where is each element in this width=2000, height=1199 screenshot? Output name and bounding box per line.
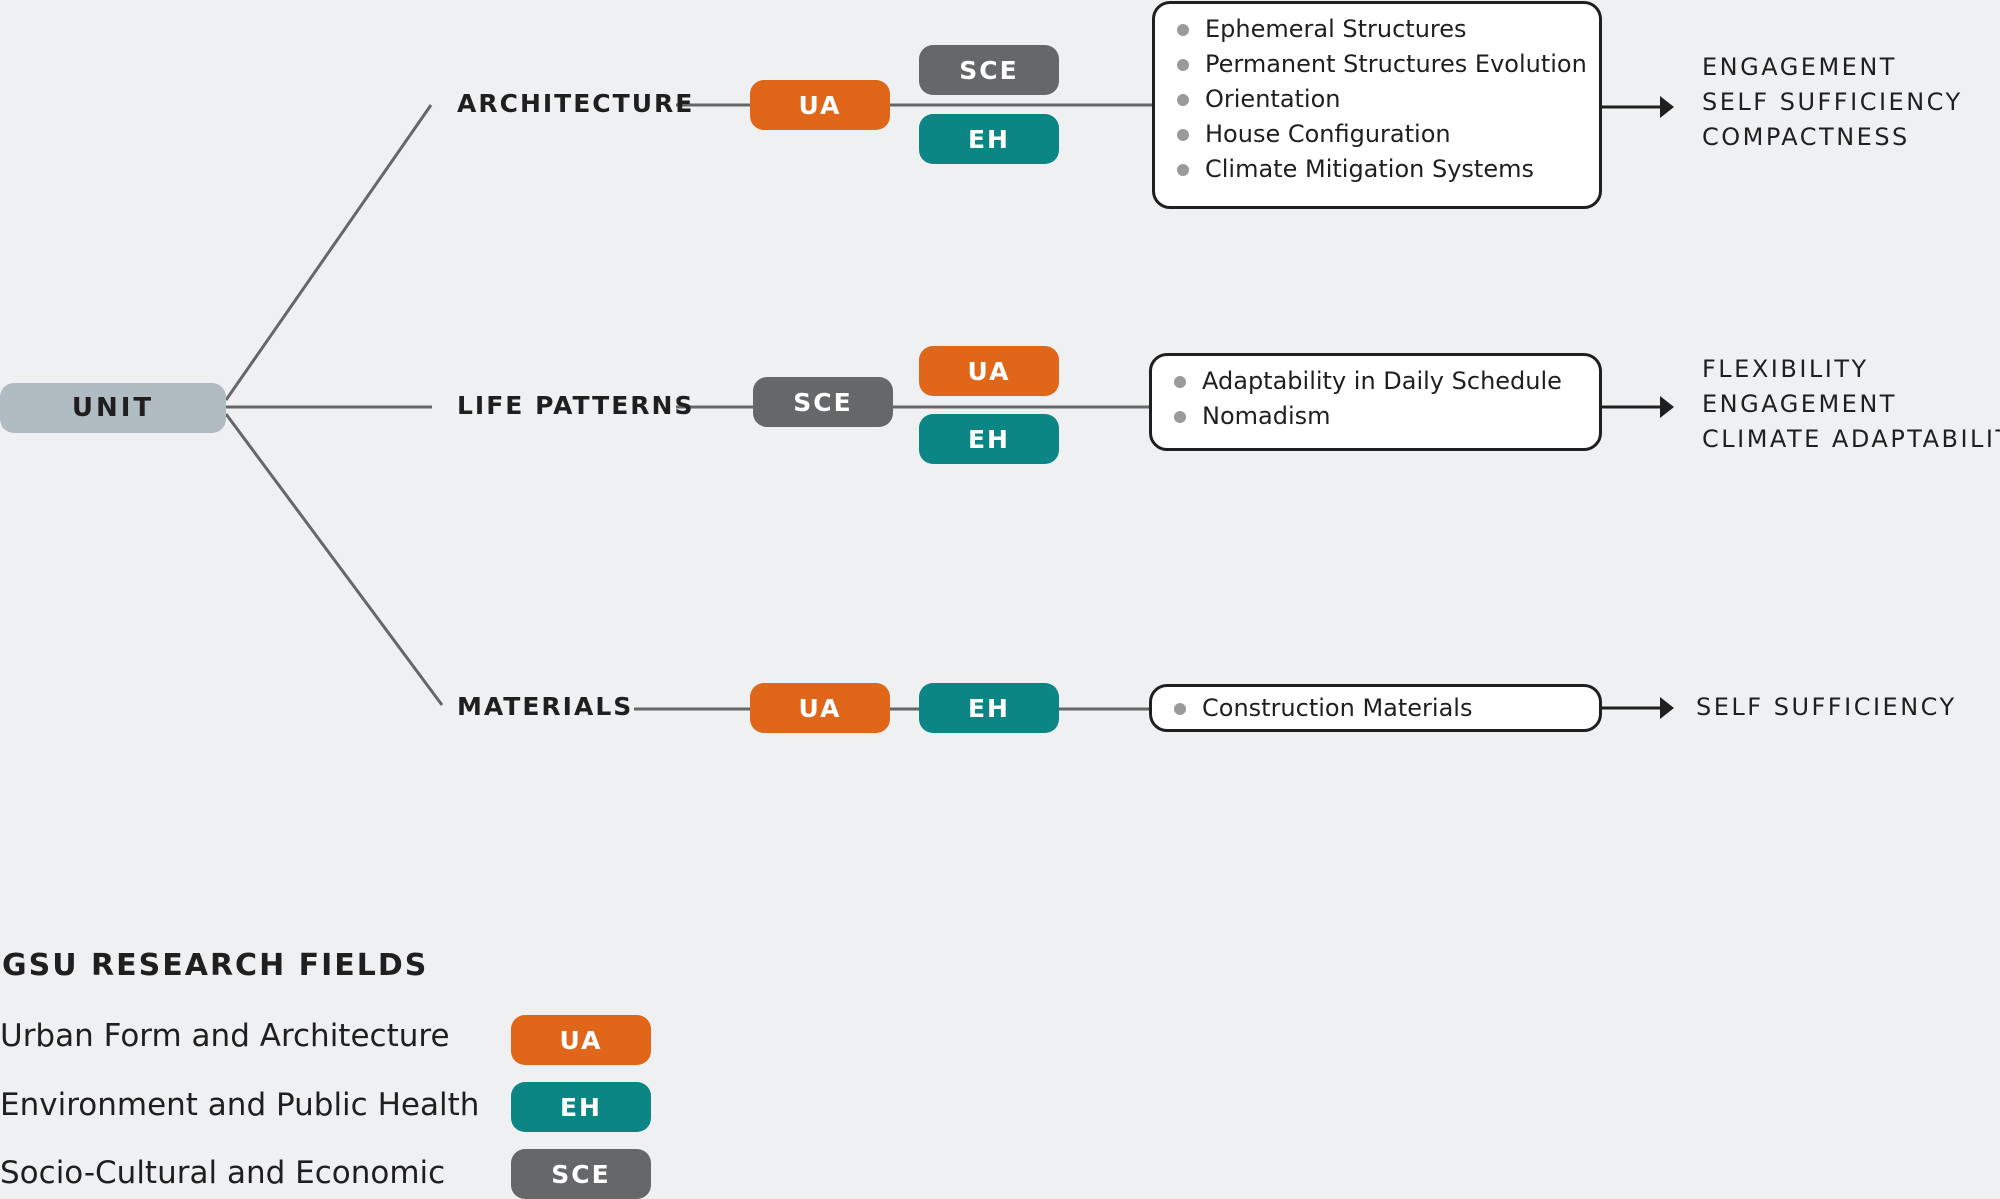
legend-pill-eh: EH (511, 1082, 651, 1132)
field-pill-ua: UA (750, 80, 890, 130)
branch-label-life-patterns: LIFE PATTERNS (457, 391, 695, 420)
field-pill-ua: UA (919, 346, 1059, 396)
root-label: UNIT (71, 393, 155, 423)
outcome-label: ENGAGEMENT (1702, 53, 1897, 81)
outcome-label: CLIMATE ADAPTABILITY (1702, 425, 2000, 453)
outcome-label: SELF SUFFICIENCY (1696, 693, 1957, 721)
field-pill-sce: SCE (919, 45, 1059, 95)
edge-unit-architecture (224, 104, 433, 401)
bullet-icon (1177, 58, 1189, 71)
field-pill-eh: EH (919, 414, 1059, 464)
bullet-icon (1177, 128, 1189, 141)
bullet-icon (1174, 375, 1186, 388)
list-item: Climate Mitigation Systems (1177, 152, 1585, 187)
outcomes-life-patterns: FLEXIBILITY ENGAGEMENT CLIMATE ADAPTABIL… (1702, 352, 2000, 457)
field-pill-sce: SCE (753, 377, 893, 427)
outcomes-architecture: ENGAGEMENT SELF SUFFICIENCY COMPACTNESS (1702, 50, 1963, 155)
list-item: Ephemeral Structures (1177, 12, 1585, 47)
legend-label-eh: Environment and Public Health (0, 1087, 480, 1123)
legend-pill-ua: UA (511, 1015, 651, 1065)
items-box-life-patterns: Adaptability in Daily Schedule Nomadism (1149, 353, 1602, 451)
legend-label-sce: Socio-Cultural and Economic (0, 1155, 446, 1191)
legend-pill-sce: SCE (511, 1149, 651, 1199)
list-item: Permanent Structures Evolution (1177, 47, 1587, 82)
legend-label-ua: Urban Form and Architecture (0, 1018, 450, 1054)
outcome-label: FLEXIBILITY (1702, 355, 1869, 383)
field-pill-ua: UA (750, 683, 890, 733)
arrowhead-life-patterns-icon (1660, 396, 1674, 418)
bullet-icon (1177, 93, 1189, 106)
edge-unit-materials (224, 413, 444, 706)
legend-title: GSU RESEARCH FIELDS (2, 948, 429, 983)
branch-label-architecture: ARCHITECTURE (457, 89, 695, 118)
items-box-materials: Construction Materials (1149, 684, 1602, 732)
bullet-icon (1177, 163, 1189, 176)
field-pill-eh: EH (919, 683, 1059, 733)
bullet-icon (1174, 410, 1186, 423)
root-node-unit: UNIT (0, 383, 226, 433)
list-item: Nomadism (1174, 399, 1585, 434)
outcome-label: SELF SUFFICIENCY (1702, 88, 1963, 116)
outcome-label: COMPACTNESS (1702, 123, 1910, 151)
arrowhead-materials-icon (1660, 697, 1674, 719)
bullet-icon (1174, 702, 1186, 715)
branch-label-materials: MATERIALS (457, 692, 634, 721)
outcome-label: ENGAGEMENT (1702, 390, 1897, 418)
field-pill-eh: EH (919, 114, 1059, 164)
list-item: House Configuration (1177, 117, 1585, 152)
list-item: Construction Materials (1174, 691, 1585, 726)
items-box-architecture: Ephemeral Structures Permanent Structure… (1152, 1, 1602, 209)
outcomes-materials: SELF SUFFICIENCY (1696, 690, 1957, 725)
arrowhead-architecture-icon (1660, 96, 1674, 118)
bullet-icon (1177, 23, 1189, 36)
list-item: Adaptability in Daily Schedule (1174, 364, 1585, 399)
list-item: Orientation (1177, 82, 1585, 117)
